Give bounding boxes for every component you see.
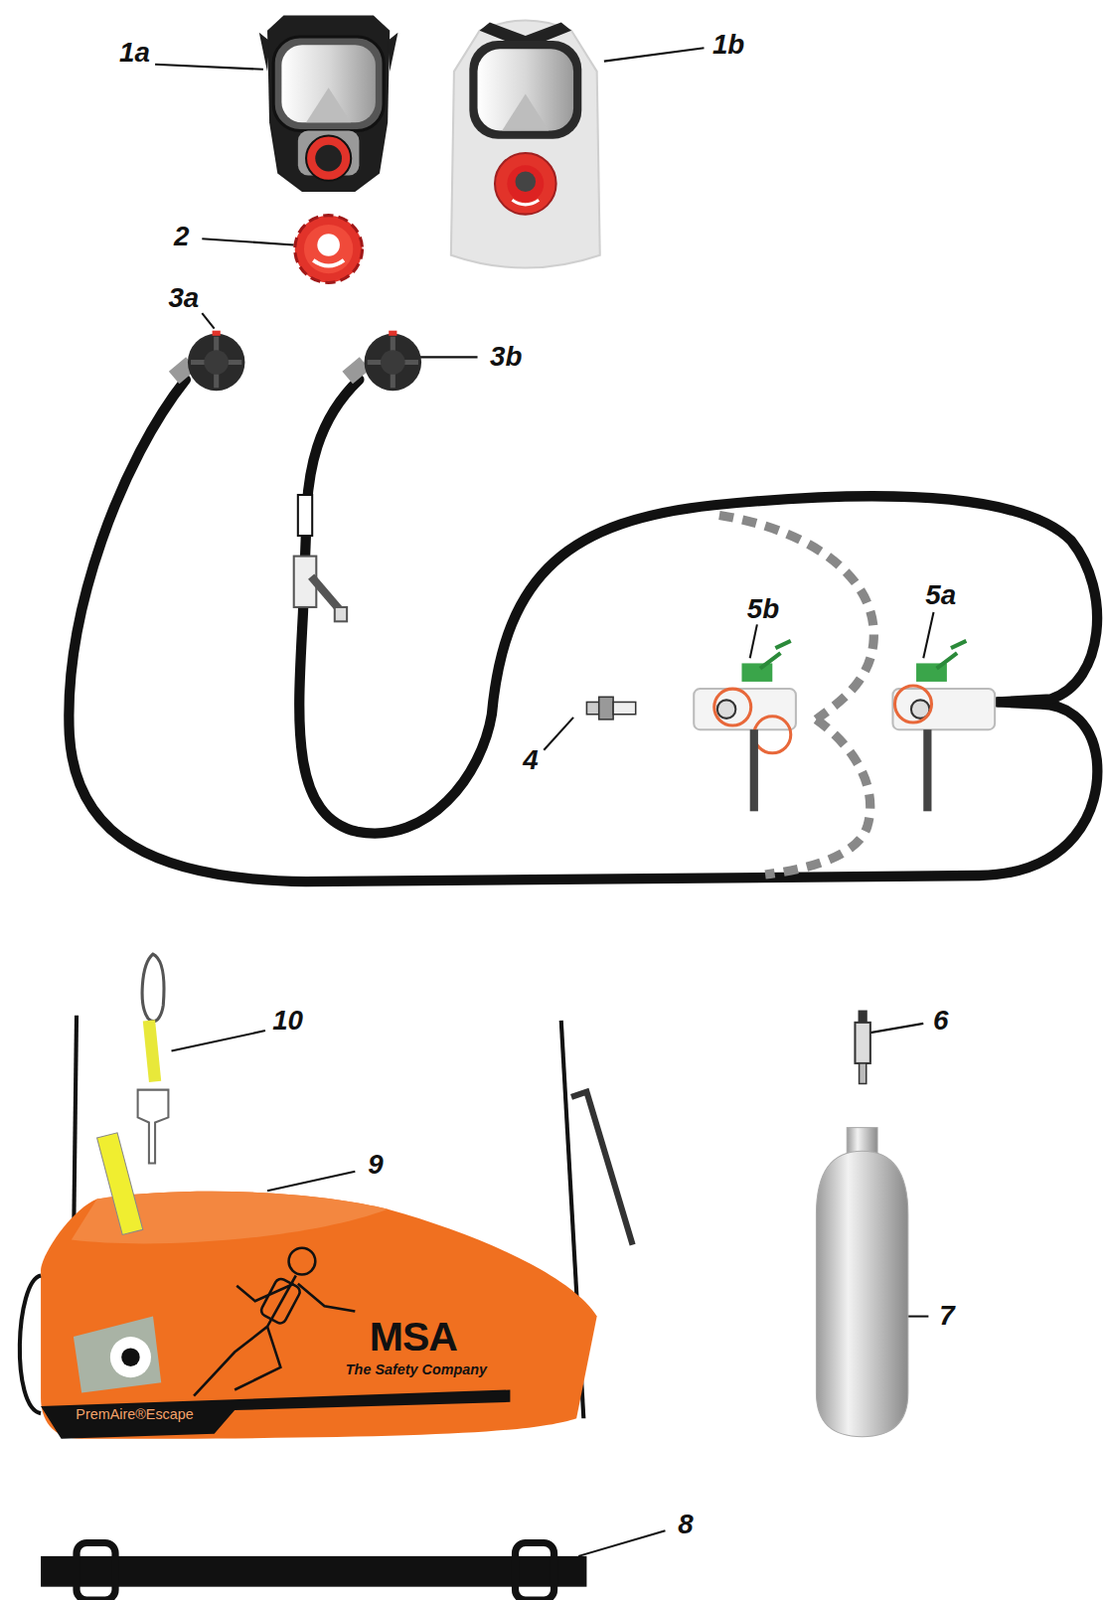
callout-number: 10 <box>272 1004 304 1037</box>
brand-logo: MSA <box>369 1313 458 1360</box>
hoses <box>68 379 1098 882</box>
callout-number: 3b <box>489 340 522 373</box>
runner-figure <box>193 1248 355 1397</box>
brand-slogan: The Safety Company <box>345 1361 487 1378</box>
callout-number: 2 <box>173 220 189 253</box>
callout-number: 5a <box>925 580 956 613</box>
callout-number: 1a <box>119 36 151 69</box>
product-name: PremAire®Escape <box>75 1406 193 1422</box>
escape-hood <box>451 20 601 269</box>
air-cylinder <box>815 1127 908 1437</box>
callout-number: 4 <box>522 744 538 777</box>
callout-number: 7 <box>939 1300 954 1333</box>
callout-number: 9 <box>367 1149 383 1182</box>
full-face-mask <box>259 14 399 192</box>
callout-number: 3a <box>167 282 199 315</box>
demand-valve <box>341 330 422 392</box>
adapter-ring <box>295 215 363 284</box>
carry-bag <box>19 1015 633 1439</box>
waist-strap <box>40 1543 587 1600</box>
y-fitting <box>294 494 347 622</box>
demand-valve <box>168 330 246 392</box>
cylinder-valve <box>693 640 796 811</box>
callout-number: 6 <box>933 1004 948 1037</box>
callout-number: 8 <box>677 1508 693 1541</box>
callout-number: 1b <box>712 28 745 61</box>
adapter-pin <box>854 1010 870 1085</box>
carabiner-lanyard <box>138 953 169 1163</box>
cylinder-valve <box>892 640 995 811</box>
callout-number: 5b <box>747 593 780 626</box>
coupling <box>586 696 635 720</box>
